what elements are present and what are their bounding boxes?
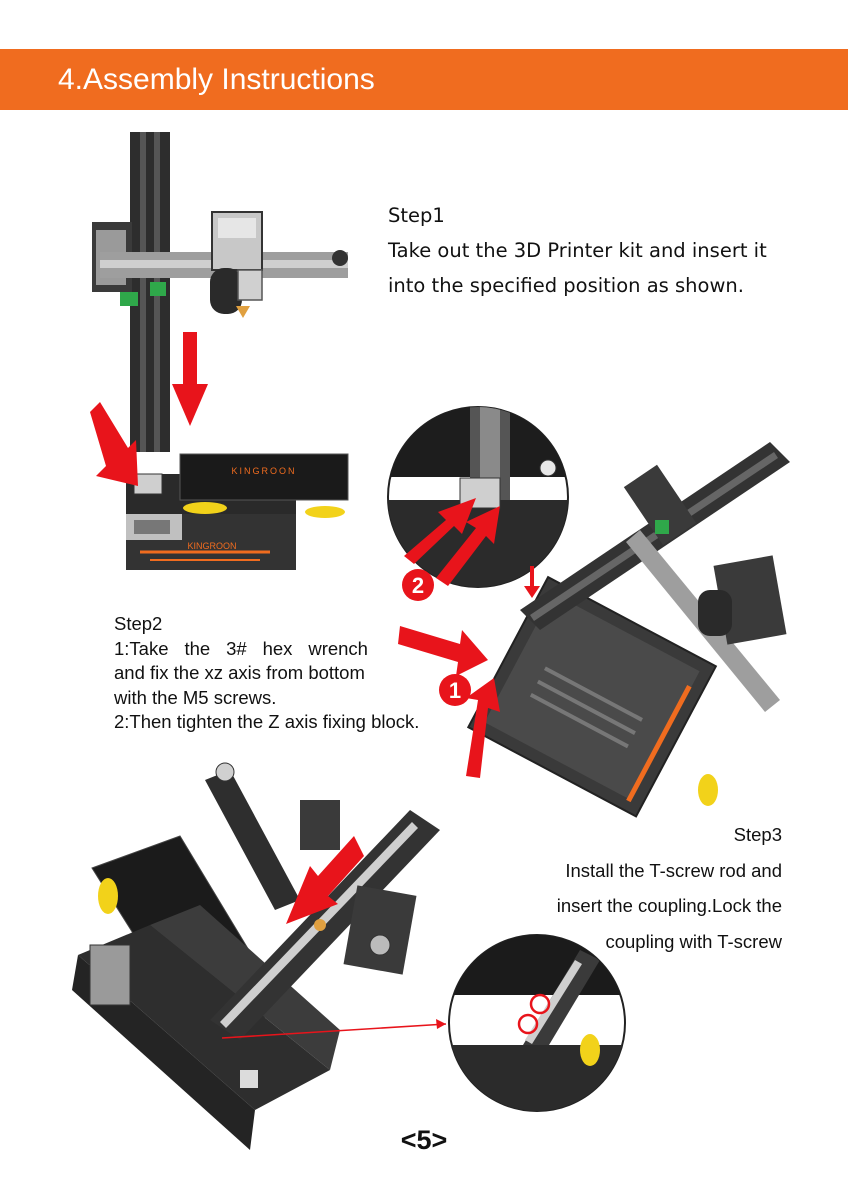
step2-line: 2:Then tighten the Z axis fixing block.: [114, 711, 420, 732]
marker-2: 2: [412, 573, 424, 598]
step1-printer-illustration: KINGROON KINGROON: [90, 132, 349, 570]
step1-line: into the specified position as shown.: [388, 274, 744, 297]
step3-text: Step3 Install the T-screw rod and insert…: [520, 817, 782, 959]
step3-line: coupling with T-screw: [605, 930, 782, 952]
page-number: <5>: [400, 1125, 448, 1155]
step1-text: Step1 Take out the 3D Printer kit and in…: [388, 198, 767, 303]
marker-1: 1: [449, 678, 461, 703]
red-arrow-icon: [172, 332, 208, 426]
step3-title: Step3: [733, 824, 782, 845]
step2-title: Step2: [114, 613, 163, 634]
red-arrow-icon: [398, 626, 488, 676]
red-arrow-icon: [524, 566, 540, 598]
step2-line: and fix the xz axis from bottom: [114, 662, 365, 683]
step2-line: with the M5 screws.: [114, 686, 277, 708]
step2-line: 1:Take the 3# hex wrench: [114, 637, 368, 659]
step2-text: Step2 1:Take the 3# hex wrench and fix t…: [114, 612, 419, 735]
step3-printer-illustration: [72, 762, 626, 1150]
red-arrow-icon: [466, 678, 500, 778]
numbered-marker-icon: 2: [402, 569, 434, 601]
section-title: 4.Assembly Instructions: [58, 63, 375, 96]
step3-line: insert the coupling.Lock the: [556, 895, 782, 916]
leader-line: [221, 1023, 447, 1039]
red-arrow-icon: [404, 498, 500, 586]
red-arrow-icon: [286, 836, 364, 924]
numbered-marker-icon: 1: [439, 674, 471, 706]
bed-logo: KINGROON: [231, 466, 296, 476]
step2-printer-illustration: 1 2: [387, 406, 790, 818]
section-header: 4.Assembly Instructions: [0, 49, 848, 110]
red-arrow-icon: [90, 402, 138, 486]
step3-line: Install the T-screw rod and: [565, 859, 782, 881]
base-logo: KINGROON: [187, 541, 236, 551]
step1-title: Step1: [388, 204, 445, 227]
step1-line: Take out the 3D Printer kit and insert i…: [388, 239, 767, 262]
